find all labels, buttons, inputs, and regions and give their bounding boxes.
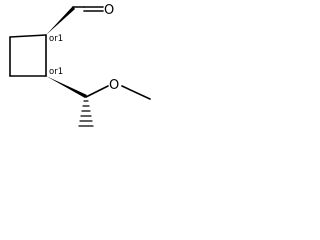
bond-to-ether-oxygen xyxy=(85,85,109,98)
methoxy-bond xyxy=(121,85,151,100)
wedge-bond-aldehyde xyxy=(46,6,75,35)
stereo-label-c1: or1 xyxy=(49,34,63,44)
stereo-label-c2: or1 xyxy=(49,67,63,77)
ether-oxygen-label: O xyxy=(109,78,119,93)
ring-bond-top xyxy=(9,34,47,38)
hashed-bond-methyl xyxy=(78,100,94,127)
wedge-bond-sidechain xyxy=(46,76,87,98)
molecule-structure: O O or1 or1 xyxy=(9,3,151,127)
carbonyl-oxygen-label: O xyxy=(104,3,114,18)
